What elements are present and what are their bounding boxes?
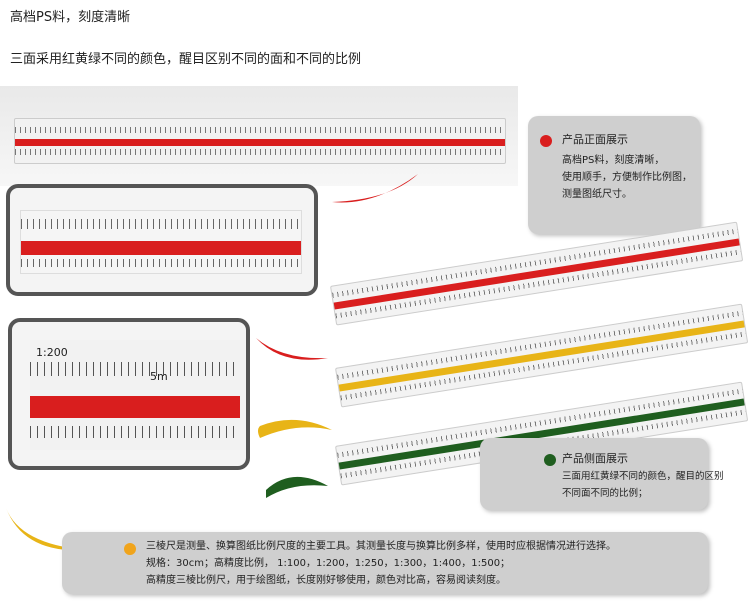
ruler-red-face [330,221,744,326]
card-description: 三棱尺是测量、换算图纸比例尺度的主要工具。其测量长度与换算比例多样，使用时应根据… [62,532,708,594]
large-red-stripe [30,396,240,418]
green-dot-icon [544,454,556,466]
card-side-title: 产品侧面展示 [562,452,628,465]
red-dot-icon [540,135,552,147]
card-front-line-1: 高档PS料，刻度清晰， [562,155,665,166]
orange-dot-icon [124,543,136,555]
green-swoosh [266,476,328,498]
card-desc-line-2: 规格：30cm；高精度比例， 1:100，1:200，1:250，1:300，1… [146,558,511,569]
card-side-line-2: 不同面不同的比例； [562,488,648,499]
top-ruler-red-stripe [15,139,505,146]
card-side-line-1: 三面用红黄绿不同的颜色，醒目的区别 [562,471,724,482]
card-side-view: 产品侧面展示 三面用红黄绿不同的颜色，醒目的区别 不同面不同的比例； [480,438,724,510]
card-front-line-3: 测量图纸尺寸。 [562,189,632,200]
headline-quality: 高档PS料，刻度清晰 [10,10,131,25]
red-swoosh-2 [256,338,328,360]
top-ruler [14,118,506,164]
card-desc-line-3: 高精度三棱比例尺，用于绘图纸，长度刚好够使用，颜色对比高，容易阅读刻度。 [146,575,506,586]
card-front-line-2: 使用顺手，方便制作比例图， [562,172,692,183]
headline-colors: 三面采用红黄绿不同的颜色，醒目区别不同的面和不同的比例 [10,52,362,67]
card-front-title: 产品正面展示 [562,133,628,146]
scale-label-1-200: 1:200 [36,346,68,359]
zoom-frame-large: 1:200 5m [8,318,250,470]
product-photo: 产品正面展示 高档PS料，刻度清晰， 使用顺手，方便制作比例图， 测量图纸尺寸。 [0,86,750,613]
yellow-swoosh [258,419,332,438]
card-desc-line-1: 三棱尺是测量、换算图纸比例尺度的主要工具。其测量长度与换算比例多样，使用时应根据… [146,541,616,552]
card-front-view: 产品正面展示 高档PS料，刻度清晰， 使用顺手，方便制作比例图， 测量图纸尺寸。 [528,116,700,234]
zoom-red-stripe [21,241,301,255]
red-swoosh [332,174,418,203]
zoom-frame-red [6,184,318,296]
